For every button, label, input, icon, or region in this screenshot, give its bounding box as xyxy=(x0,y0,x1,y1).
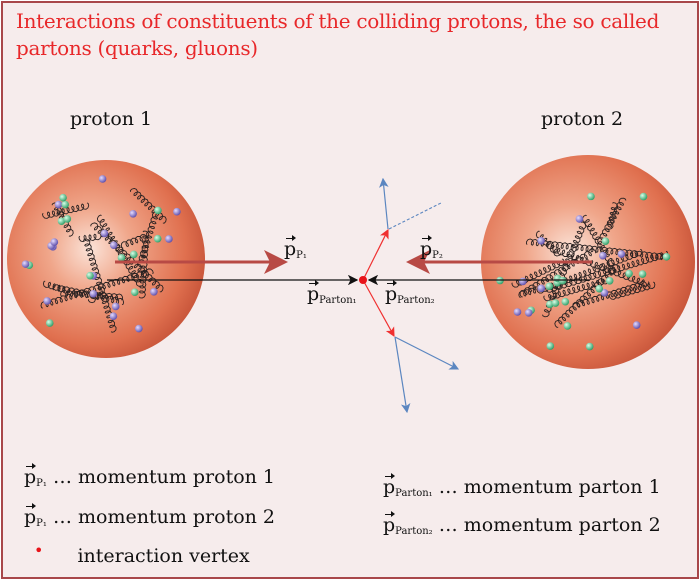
quark xyxy=(111,302,120,311)
jet-up-arrow xyxy=(379,177,389,230)
p-parton1-label: pParton₁ xyxy=(307,280,357,306)
quark xyxy=(587,192,595,201)
p-p1-label: pP₁ xyxy=(284,235,307,261)
gluon-spring xyxy=(88,288,103,304)
gluon-spring xyxy=(120,234,148,249)
vertex-dot-icon: • xyxy=(34,541,44,560)
quark xyxy=(61,200,70,209)
quark xyxy=(551,299,560,307)
quark xyxy=(599,251,607,260)
quark xyxy=(150,288,158,296)
gluon-spring xyxy=(137,211,160,268)
gluon-spring xyxy=(543,277,609,302)
p-parton2-label: pParton₂ xyxy=(385,280,435,306)
quark xyxy=(595,284,604,293)
gluon-spring xyxy=(40,268,154,309)
gluon-spring xyxy=(42,202,90,219)
gluon-spring xyxy=(138,230,150,299)
quark xyxy=(89,289,98,298)
gluon-spring xyxy=(52,284,125,306)
quark xyxy=(109,312,118,321)
quark xyxy=(54,200,63,209)
gluon-spring xyxy=(582,214,615,266)
legend-item-interaction-vertex: •interaction vertex xyxy=(34,541,250,567)
quark xyxy=(537,236,545,245)
quark xyxy=(109,241,118,250)
proton-2-partons xyxy=(496,192,671,351)
gluon-spring xyxy=(608,281,656,300)
quark xyxy=(63,215,72,223)
quark xyxy=(537,284,546,293)
quark xyxy=(129,210,137,218)
quark xyxy=(625,269,633,278)
scattered-parton-down xyxy=(362,279,395,338)
quark xyxy=(45,319,54,327)
quark xyxy=(117,253,126,262)
quark xyxy=(585,342,594,351)
scattered-parton-up xyxy=(362,228,389,281)
quark xyxy=(519,277,527,286)
quark xyxy=(575,215,584,223)
proton-1-sphere xyxy=(7,160,205,358)
quark xyxy=(98,175,107,183)
gluon-spring xyxy=(42,280,71,294)
quark xyxy=(130,288,139,296)
quark xyxy=(639,192,648,201)
gluon-spring xyxy=(78,233,102,243)
gluon-spring xyxy=(535,230,562,257)
p-p2-label: pP₂ xyxy=(420,235,443,261)
gluon-spring xyxy=(552,246,650,287)
proton-2-label: proton 2 xyxy=(541,108,624,130)
quark xyxy=(605,277,614,285)
quark xyxy=(165,235,173,243)
quark xyxy=(173,207,181,216)
gluon-spring xyxy=(606,202,619,230)
quark xyxy=(100,229,109,238)
quark xyxy=(632,321,641,329)
proton-1-label: proton 1 xyxy=(70,108,153,130)
quark xyxy=(59,193,67,202)
quark xyxy=(561,297,570,306)
jet-down-right-arrow xyxy=(394,336,460,370)
quark xyxy=(50,238,59,246)
quark xyxy=(546,342,555,350)
legend-item-momentum-proton-1: pP₁ … momentum proton 1 xyxy=(24,463,276,489)
interaction-vertex xyxy=(359,276,367,284)
quark xyxy=(524,308,533,317)
quark xyxy=(600,288,609,297)
quark xyxy=(129,250,138,259)
legend-item-momentum-proton-2: pP₁ … momentum proton 2 xyxy=(24,503,276,529)
quark xyxy=(545,282,554,291)
quark xyxy=(57,217,66,226)
gluon-spring xyxy=(129,188,167,224)
quark xyxy=(154,206,162,215)
quark xyxy=(43,297,51,305)
quark xyxy=(563,322,572,330)
quark xyxy=(601,237,610,245)
jet-down-arrow xyxy=(394,336,411,414)
gluon-spring xyxy=(525,238,669,261)
legend-item-momentum-parton-1: pParton₁ … momentum parton 1 xyxy=(383,473,661,499)
quark xyxy=(86,271,94,280)
legend-item-momentum-parton-2: pParton₂ … momentum parton 2 xyxy=(383,511,661,537)
jet-up-dashed xyxy=(388,202,442,230)
quark xyxy=(153,234,162,243)
gluon-spring xyxy=(572,281,648,310)
gluon-spring xyxy=(518,286,541,298)
gluon-spring xyxy=(554,264,620,328)
diagram-title: Interactions of constituents of the coll… xyxy=(16,9,660,60)
proton-1-partons xyxy=(21,175,181,333)
quark xyxy=(513,308,522,316)
quark xyxy=(617,250,626,258)
quark xyxy=(638,270,647,278)
quark xyxy=(21,260,30,268)
quark xyxy=(662,253,671,261)
quark xyxy=(135,324,143,333)
